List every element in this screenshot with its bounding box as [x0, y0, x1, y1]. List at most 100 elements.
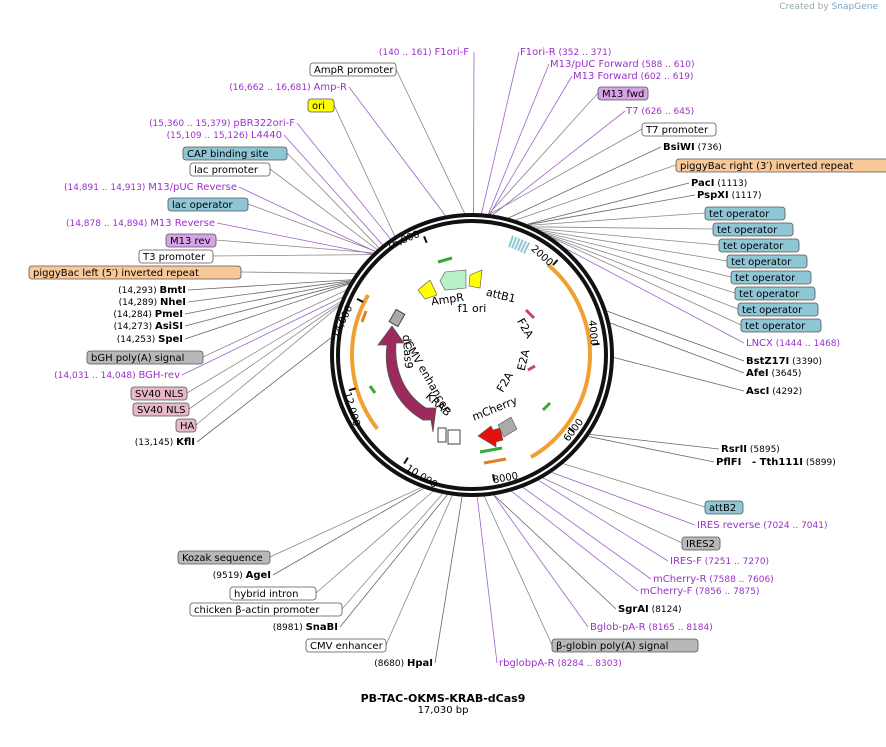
enzyme-kfli[interactable]: (13,145) KflI [135, 437, 195, 448]
enzyme-asisi[interactable]: (14,273) AsiSI [114, 321, 183, 332]
plasmid-ring [330, 213, 614, 497]
tick-mark [492, 473, 496, 482]
primer-t7[interactable]: T7 (626 .. 645) [625, 106, 694, 117]
enzyme-paci[interactable]: PacI (1113) [691, 178, 747, 189]
enzyme-text: (14,273) AsiSI [114, 321, 183, 332]
f1-ori-arrow[interactable] [468, 269, 483, 289]
connector [533, 226, 714, 230]
feature-sv40-nls-1[interactable]: SV40 NLS [130, 386, 188, 401]
feature-box [641, 122, 717, 137]
ampr-arrow[interactable] [439, 269, 467, 291]
feature-bgh-polya[interactable]: bGH poly(A) signal [86, 350, 204, 365]
primer-ires-f[interactable]: IRES-F (7251 .. 7270) [670, 556, 769, 567]
feature-t3-promoter[interactable]: T3 promoter [138, 249, 214, 264]
feature-tet-operator-1[interactable]: tet operator [704, 206, 786, 221]
primer-mcherry-f[interactable]: mCherry-F (7856 .. 7875) [640, 586, 760, 597]
primer-l4440[interactable]: (15,109 .. 15,126) L4440 [167, 130, 282, 141]
feature-chicken-actin-promoter[interactable]: chicken β-actin promoter [189, 602, 343, 617]
primer-bglob-pa-r[interactable]: Bglob-pA-R (8165 .. 8184) [590, 622, 713, 633]
primer-mcherry-r[interactable]: mCherry-R (7588 .. 7606) [653, 574, 774, 585]
primer-amp-r[interactable]: (16,662 .. 16,681) Amp-R [229, 82, 347, 93]
feature-tet-operator-3[interactable]: tet operator [718, 238, 800, 253]
enzyme-pspxi[interactable]: PspXI (1117) [697, 190, 762, 201]
feature-t7-promoter[interactable]: T7 promoter [641, 122, 717, 137]
ori-arrow[interactable] [417, 279, 438, 300]
feature-cmv-enhancer[interactable]: CMV enhancer [305, 638, 387, 653]
enzyme-sgrai[interactable]: SgrAI (8124) [618, 604, 682, 615]
enzyme-tth111i[interactable]: - Tth111I (5899) [752, 457, 836, 468]
feature-box [132, 402, 190, 417]
enzyme-text: (9519) AgeI [213, 570, 271, 581]
primer-pbr322ori-f[interactable]: (15,360 .. 15,379) pBR322ori-F [149, 118, 295, 129]
enzyme-rsrii[interactable]: RsrII (5895) [721, 444, 780, 455]
feature-piggybac-left[interactable]: piggyBac left (5′) inverted repeat [28, 265, 242, 280]
primer-m13-forward[interactable]: M13 Forward (602 .. 619) [573, 71, 693, 82]
primer-f1ori-f[interactable]: (140 .. 161) F1ori-F [379, 47, 469, 58]
feature-tet-operator-4[interactable]: tet operator [726, 254, 808, 269]
enzyme-text: BstZ17I (3390) [746, 356, 822, 367]
dcas9-arrow[interactable] [377, 325, 437, 433]
primer-bgh-rev[interactable]: (14,031 .. 14,048) BGH-rev [54, 370, 180, 381]
enzyme-agei[interactable]: (9519) AgeI [213, 570, 271, 581]
enzyme-pmei[interactable]: (14,284) PmeI [113, 309, 183, 320]
connector [476, 492, 498, 664]
primer-m13-puc-reverse[interactable]: (14,891 .. 14,913) M13/pUC Reverse [64, 182, 237, 193]
feature-attb2[interactable]: attB2 [704, 500, 744, 515]
connector [184, 282, 350, 327]
feature-text: β-globin poly(A) signal [556, 641, 668, 652]
primer-lncx[interactable]: LNCX (1444 .. 1468) [746, 338, 840, 349]
connector [536, 228, 720, 246]
credit-brand[interactable]: SnapGene [831, 2, 878, 12]
enzyme-afei[interactable]: AfeI (3645) [746, 368, 801, 379]
feature-tet-operator-7[interactable]: tet operator [737, 302, 819, 317]
primer-m13-reverse[interactable]: (14,878 .. 14,894) M13 Reverse [66, 218, 215, 229]
enzyme-name: SpeI [158, 334, 183, 345]
enzyme-position: (8981) [273, 623, 306, 633]
mcherry-arrow[interactable] [477, 425, 504, 448]
primer-ires-reverse[interactable]: IRES reverse (7024 .. 7041) [697, 520, 827, 531]
enzyme-text: (13,145) KflI [135, 437, 195, 448]
enzyme-spei[interactable]: (14,253) SpeI [117, 334, 183, 345]
enzyme-bmti[interactable]: (14,293) BmtI [118, 285, 186, 296]
enzyme-nhei[interactable]: (14,289) NheI [119, 297, 186, 308]
primer-text: M13/pUC Forward (588 .. 610) [550, 59, 694, 70]
primer-f1ori-r[interactable]: F1ori-R (352 .. 371) [520, 47, 611, 58]
enzyme-asci[interactable]: AscI (4292) [746, 386, 802, 397]
feature-piggybac-right[interactable]: piggyBac right (3′) inverted repeat [675, 158, 886, 173]
feature-text: T7 promoter [645, 125, 709, 136]
feature-lac-promoter[interactable]: lac promoter [189, 162, 271, 177]
primer-rbglobpa-r[interactable]: rbglobpA-R (8284 .. 8303) [499, 658, 622, 669]
enzyme-bsiwi[interactable]: BsiWI (736) [663, 142, 722, 153]
feature-m13-rev[interactable]: M13 rev [165, 233, 217, 248]
feature-box [597, 86, 649, 101]
feature-hybrid-intron[interactable]: hybrid intron [229, 586, 317, 601]
primer-text: (14,891 .. 14,913) M13/pUC Reverse [64, 182, 237, 193]
feature-beta-globin-polya[interactable]: β-globin poly(A) signal [551, 638, 699, 653]
feature-ori[interactable]: ori [307, 98, 335, 113]
enzyme-snabi[interactable]: (8981) SnaBI [273, 622, 338, 633]
feature-m13-fwd[interactable]: M13 fwd [597, 86, 649, 101]
feature-tet-operator-6[interactable]: tet operator [734, 286, 816, 301]
enzyme-bstz17i[interactable]: BstZ17I (3390) [746, 356, 822, 367]
connector [484, 496, 553, 646]
feature-kozak-sequence[interactable]: Kozak sequence [177, 550, 271, 565]
connector [247, 203, 376, 252]
feature-ampr-promoter[interactable]: AmpR promoter [309, 62, 397, 77]
primer-name: LNCX [746, 338, 773, 349]
feature-text: SV40 NLS [137, 405, 186, 416]
enzyme-pflfi[interactable]: PflFI [716, 457, 741, 468]
feature-tet-operator-8[interactable]: tet operator [740, 318, 822, 333]
primer-m13-puc-forward[interactable]: M13/pUC Forward (588 .. 610) [550, 59, 694, 70]
feature-sv40-nls-2[interactable]: SV40 NLS [132, 402, 190, 417]
primer-range: (352 .. 371) [556, 48, 612, 58]
feature-ires2[interactable]: IRES2 [681, 536, 721, 551]
enzyme-hpai[interactable]: (8680) HpaI [374, 658, 433, 669]
feature-lac-operator[interactable]: lac operator [167, 197, 249, 212]
feature-tet-operator-5[interactable]: tet operator [730, 270, 812, 285]
feature-text: Kozak sequence [182, 553, 263, 564]
feature-tet-operator-2[interactable]: tet operator [712, 222, 794, 237]
feature-ha[interactable]: HA [175, 418, 197, 433]
e2a-mark [527, 364, 536, 372]
enzyme-name: KflI [176, 437, 195, 448]
feature-cap-binding-site[interactable]: CAP binding site [182, 146, 288, 161]
